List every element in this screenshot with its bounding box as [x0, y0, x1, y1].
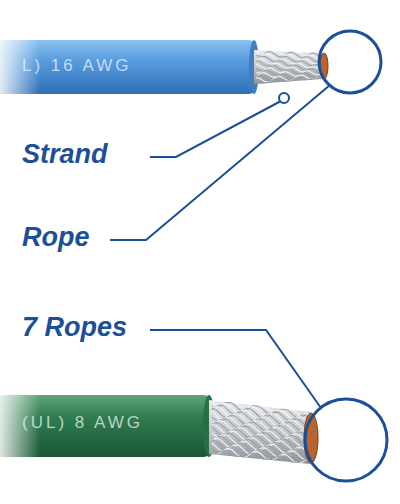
- strand-wire: [212, 450, 309, 462]
- strand-bundle: [209, 400, 310, 464]
- strand-wire: [256, 59, 322, 64]
- strand-bundle: [254, 50, 322, 84]
- strand-wire: [212, 412, 309, 430]
- strand-wire: [256, 73, 322, 80]
- leader-line: [150, 330, 321, 408]
- wire-marking: L) 16 AWG: [22, 56, 132, 76]
- strand-wire: [212, 427, 309, 444]
- strand-wire: [256, 76, 322, 83]
- strands: [212, 401, 309, 462]
- wire-marking: (UL) 8 AWG: [22, 413, 143, 433]
- callout-label: Rope: [22, 222, 90, 253]
- strand-wire: [212, 447, 309, 462]
- green-wire: [0, 393, 318, 464]
- strand-wire: [212, 402, 309, 417]
- strands: [256, 51, 322, 83]
- callout-circle: [319, 31, 381, 93]
- leader-line: [110, 85, 330, 240]
- callout-circle: [305, 399, 387, 481]
- leader-line: [150, 101, 281, 157]
- strand-wire: [256, 61, 322, 66]
- callout-label: Strand: [22, 139, 108, 170]
- callout-label: 7 Ropes: [22, 312, 127, 343]
- strand-wire: [212, 449, 309, 463]
- blue-wire: [0, 38, 328, 96]
